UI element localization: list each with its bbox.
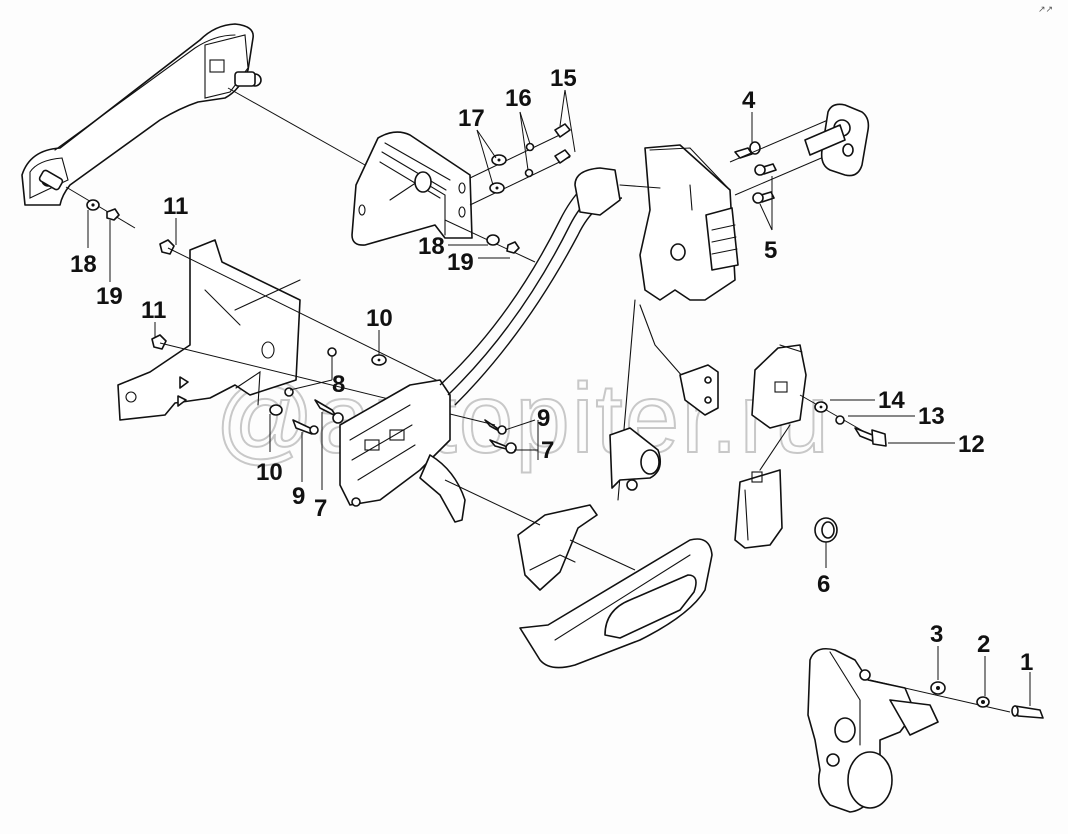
interior-handle-bezel: [517, 504, 713, 669]
handle-reinforcement-bracket: [351, 131, 473, 246]
exterior-door-handle: [21, 23, 262, 206]
interior-handle-bracket: [117, 239, 301, 421]
callout-5: 5: [764, 237, 777, 264]
callout-11: 11: [163, 193, 188, 220]
callout-10: 10: [256, 459, 283, 486]
callout-13: 13: [918, 403, 945, 430]
callout-1: 1: [1020, 649, 1033, 676]
axis-line: [65, 186, 136, 229]
callout-19: 19: [447, 249, 474, 276]
door-latch: [574, 144, 739, 301]
door-striker: [804, 103, 870, 177]
callout-8: 8: [332, 371, 345, 398]
callout-16: 16: [505, 85, 532, 112]
interior-handle-mechanism: [339, 379, 466, 523]
callout-18: 18: [418, 233, 445, 260]
callout-18: 18: [70, 251, 97, 278]
callout-6: 6: [817, 571, 830, 598]
callout-14: 14: [878, 387, 905, 414]
callout-17: 17: [458, 105, 485, 132]
lock-actuator-block: [751, 344, 807, 429]
callout-12: 12: [958, 431, 985, 458]
nut-19: [106, 208, 120, 221]
callout-19: 19: [96, 283, 123, 310]
callout-15: 15: [550, 65, 577, 92]
callout-7: 7: [541, 437, 554, 464]
callout-11: 11: [141, 297, 166, 324]
callout-9: 9: [537, 405, 550, 432]
callout-labels: 1 2 3 4 5 6 7 7 8 9 9 10 10 11 11 12 13 …: [70, 65, 1033, 676]
callout-9: 9: [292, 483, 305, 510]
lock-actuator-rod: [609, 299, 719, 501]
callout-3: 3: [930, 621, 943, 648]
corner-mark: ↗↗: [1038, 4, 1053, 14]
clip-nut-11a: [159, 239, 175, 255]
axis-line: [227, 87, 366, 166]
clip-nut-11b: [151, 334, 167, 350]
watermark: @autopiter.ru: [215, 363, 831, 473]
callout-10: 10: [366, 305, 393, 332]
lock-control-module: [734, 424, 791, 549]
callout-4: 4: [742, 87, 756, 114]
lock-cylinder: [807, 647, 939, 813]
callout-2: 2: [977, 631, 990, 658]
screw-1: [1014, 705, 1044, 719]
callout-7: 7: [314, 495, 327, 522]
latch-screw-4: [734, 147, 753, 159]
